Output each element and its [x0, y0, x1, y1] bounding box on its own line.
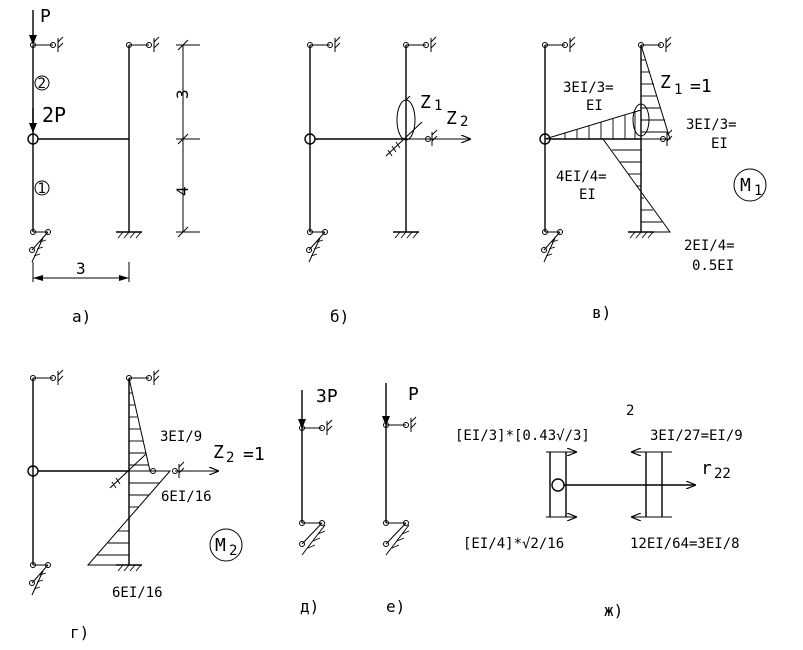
label-bottom-right: 12EI/64=3EI/8 [630, 536, 740, 552]
roller-support-top-left [30, 369, 64, 385]
panel-label-zh: ж) [604, 601, 623, 620]
z2-label: Z [213, 442, 224, 463]
pin-support-bottom [383, 520, 410, 556]
moment-hatch-upper-column [641, 59, 668, 133]
moment-hatch-lower-column [612, 149, 662, 223]
roller-support-top-right [638, 36, 672, 52]
figure-a: P 2P 2 1 3 4 3 a) [27, 6, 200, 326]
joint-node [551, 478, 565, 492]
z1-subscript: 1 [674, 82, 682, 98]
panel-label-a: a) [72, 307, 91, 326]
label-ei-mid: EI [579, 187, 596, 203]
figure-v: 3EI/3= EI Z 1 =1 3EI/3= EI 4EI/4= EI 2EI… [539, 36, 767, 322]
rotation-symbol [632, 103, 650, 137]
diagram-name-m2-sub: 2 [229, 543, 237, 559]
roller-support-top-right [126, 36, 160, 52]
fixed-support-bottom-right [116, 231, 142, 239]
diagram-name-m1: M [740, 175, 751, 196]
roller-support-top-left [307, 36, 341, 52]
z2-subscript: 2 [226, 450, 234, 466]
dimension-label-3-horizontal: 3 [76, 259, 86, 278]
z2-subscript: 2 [460, 114, 468, 130]
label-05ei: 0.5EI [692, 258, 734, 274]
pin-support-bottom [299, 520, 326, 556]
load-label-p: P [408, 384, 419, 405]
z1-label: Z [660, 72, 671, 93]
panel-label-b: б) [330, 307, 349, 326]
roller-support-top-left [542, 36, 576, 52]
label-3ei-3-left: 3EI/3= [563, 80, 614, 96]
added-constraints [385, 95, 470, 157]
label-top-left-exponent: 2 [626, 403, 634, 419]
roller-support-top [383, 416, 417, 432]
figure-b: Z 1 Z 2 б) [304, 36, 470, 326]
figure-g: 3EI/9 Z 2 =1 6EI/16 6EI/16 M 2 г) [27, 369, 265, 642]
pin-support-bottom-left [306, 229, 328, 263]
panel-label-g: г) [70, 623, 89, 642]
label-ei-left: EI [586, 98, 603, 114]
roller-support-top-right [126, 369, 160, 385]
figure-e: P е) [382, 383, 419, 616]
label-6ei-16-bottom: 6EI/16 [112, 585, 163, 601]
panel-label-v: в) [592, 303, 611, 322]
dimension-label-3-vertical: 3 [173, 89, 192, 99]
diagram-name-circle [209, 528, 243, 562]
moment-hatch-lower-column [97, 482, 160, 556]
moment-diagram-lower-column [602, 138, 671, 233]
label-top-left: [EI/3]*[0.43√/3] [455, 428, 590, 444]
dimension-label-4-vertical: 4 [173, 186, 192, 196]
moment-diagram-lower-column [86, 470, 172, 566]
roller-support-top-left [30, 36, 64, 52]
diagram-name-circle [733, 168, 767, 202]
load-label-2p: 2P [42, 103, 66, 127]
pin-support-bottom-left [29, 229, 51, 263]
figure-d: 3P д) [298, 386, 338, 616]
roller-support-top-right [403, 36, 437, 52]
bar-number-2-circle [34, 75, 50, 91]
roller-support-top [299, 419, 333, 435]
pin-support-bottom-left [541, 229, 563, 263]
fixed-support-bottom-right [628, 231, 654, 239]
hinge [27, 133, 39, 145]
bar-number-1-circle [34, 180, 50, 196]
diagram-name-m2: M [215, 535, 226, 556]
z1-subscript: 1 [434, 98, 442, 114]
diagram-name-m1-sub: 1 [754, 183, 762, 199]
moment-diagram-beam [544, 109, 642, 140]
figure-zh: [EI/3]*[0.43√/3] 2 3EI/27=EI/9 r 22 [EI/… [455, 403, 743, 620]
label-3ei-3-right: 3EI/3= [686, 117, 737, 133]
moment-hatch-upper-column [129, 392, 148, 466]
bar-number-1: 1 [38, 181, 46, 197]
fixed-support-bottom-right [393, 231, 419, 239]
label-top-right: 3EI/27=EI/9 [650, 428, 743, 444]
label-bottom-left: [EI/4]*√2/16 [463, 536, 564, 552]
panel-label-d: д) [300, 597, 319, 616]
moment-diagram-upper-column [128, 377, 151, 472]
z1-equals: =1 [690, 76, 712, 97]
load-label-3p: 3P [316, 386, 338, 407]
r22-subscript: 22 [714, 466, 731, 482]
pin-support-bottom-left [29, 562, 51, 596]
load-label-p: P [40, 6, 51, 27]
fixed-support-bottom-right [116, 564, 142, 572]
bar-number-2: 2 [38, 76, 46, 92]
label-2ei-4: 2EI/4= [684, 238, 735, 254]
r22-label: r [701, 458, 712, 479]
label-6ei-16-mid: 6EI/16 [161, 489, 212, 505]
panel-label-e: е) [386, 597, 405, 616]
label-4ei-4: 4EI/4= [556, 169, 607, 185]
z2-equals: =1 [243, 444, 265, 465]
z1-label: Z [420, 92, 431, 113]
label-ei-right: EI [711, 136, 728, 152]
label-3ei-9: 3EI/9 [160, 429, 202, 445]
z2-label: Z [446, 108, 457, 129]
moment-hatch-beam [564, 112, 636, 139]
